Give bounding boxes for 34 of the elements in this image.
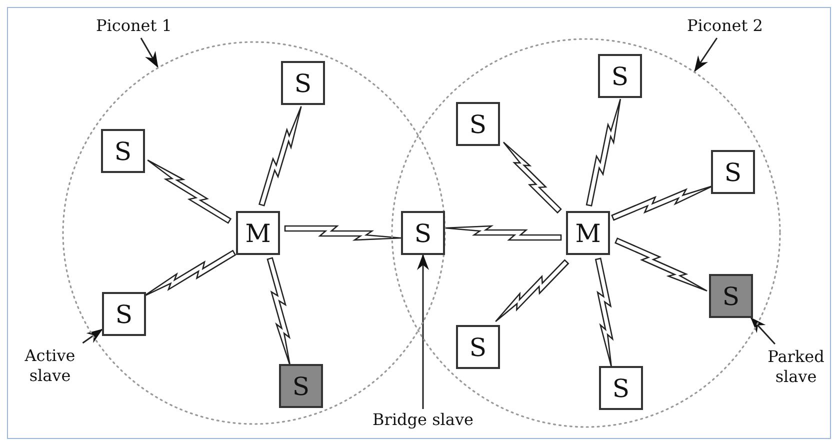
- leader-arrow: [82, 328, 103, 344]
- radio-link: [611, 185, 714, 221]
- radio-link: [444, 225, 562, 241]
- callout-label: Piconet 2: [679, 14, 771, 38]
- radio-link: [502, 142, 562, 214]
- station-box: S: [456, 325, 500, 369]
- station-box: S: [711, 150, 755, 194]
- leader-arrow: [750, 317, 776, 344]
- callout-label: Active slave: [15, 343, 85, 389]
- callout-label: Piconet 1: [88, 14, 180, 38]
- radio-link: [494, 259, 570, 322]
- leader-arrow: [417, 254, 429, 409]
- leader-arrow: [140, 38, 158, 68]
- radio-link: [594, 258, 614, 368]
- callout-label: Bridge slave: [367, 409, 479, 431]
- radio-link: [284, 225, 402, 241]
- callout-label: Parked slave: [761, 344, 831, 390]
- station-box: S: [281, 61, 325, 105]
- station-box: S: [599, 366, 643, 410]
- station-box: M: [566, 211, 610, 255]
- parked-station-box: S: [709, 274, 753, 318]
- station-box: S: [401, 211, 445, 255]
- radio-link: [266, 257, 291, 366]
- station-box: S: [598, 54, 642, 98]
- station-box: S: [101, 129, 145, 173]
- radio-link: [258, 106, 302, 206]
- radio-link: [146, 159, 232, 224]
- radio-link: [586, 98, 622, 206]
- station-box: S: [102, 292, 146, 336]
- station-box: M: [236, 211, 280, 255]
- station-box: S: [456, 102, 500, 146]
- leader-arrow: [694, 38, 718, 72]
- parked-station-box: S: [279, 364, 323, 408]
- radio-link: [614, 237, 708, 292]
